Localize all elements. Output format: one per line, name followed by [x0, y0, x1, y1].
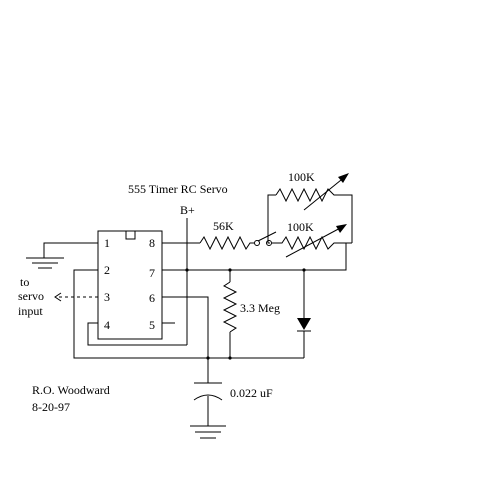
date: 8-20-97 [32, 400, 70, 414]
output-label-line2: servo [18, 289, 44, 303]
resistor-56k [199, 235, 254, 251]
pot-top-label: 100K [288, 170, 315, 184]
pin-4-label: 4 [104, 318, 110, 332]
capacitor [193, 382, 223, 401]
pot-bottom-label: 100K [287, 220, 314, 234]
pin-8-label: 8 [149, 236, 155, 250]
ic-notch [125, 230, 136, 240]
pin-3-label: 3 [104, 290, 110, 304]
pot-100k-bottom [272, 235, 352, 251]
diagram-title: 555 Timer RC Servo [128, 182, 228, 196]
r3m3-label: 3.3 Meg [240, 301, 280, 315]
r56k-label: 56K [213, 219, 234, 233]
output-arrow [54, 292, 98, 302]
pin-7-label: 7 [149, 266, 155, 280]
pin-2-label: 2 [104, 263, 110, 277]
output-label-line3: input [18, 304, 43, 318]
ic-555: 1 2 3 4 8 7 6 5 [97, 230, 163, 340]
resistor-3m3 [222, 281, 238, 333]
ground-pin1 [26, 242, 98, 269]
diode [297, 318, 311, 332]
pin-5-label: 5 [149, 318, 155, 332]
author: R.O. Woodward [32, 383, 110, 397]
switch [254, 231, 277, 246]
pin-6-label: 6 [149, 291, 155, 305]
cap-label: 0.022 uF [230, 386, 273, 400]
output-label-line1: to [20, 275, 29, 289]
supply-label: B+ [180, 203, 195, 217]
pot-100k-top [275, 187, 353, 243]
pin-1-label: 1 [104, 236, 110, 250]
ground-capacitor [190, 425, 226, 439]
